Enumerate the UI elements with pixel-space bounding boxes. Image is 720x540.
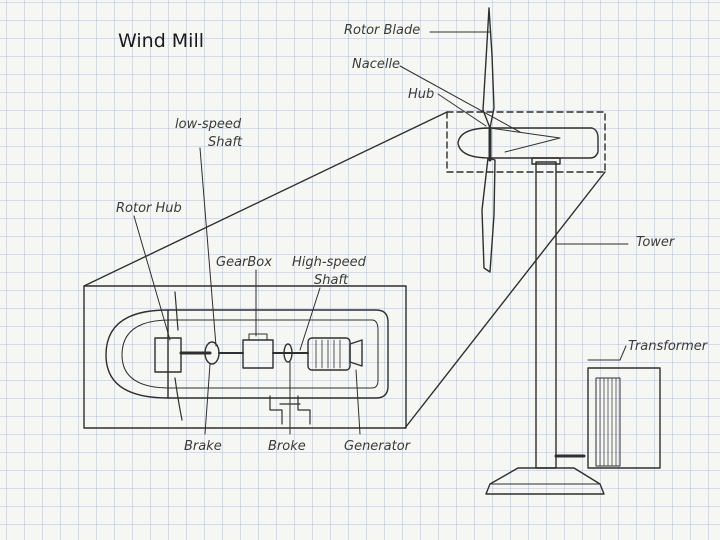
label-high-speed-shaft-line1: High-speed bbox=[292, 255, 367, 270]
hub-nose bbox=[457, 127, 491, 159]
rotor-blade-upper bbox=[482, 7, 495, 129]
rotor-blade-lower bbox=[481, 157, 496, 273]
label-gearbox: GearBox bbox=[216, 255, 272, 270]
enlarged-nacelle-housing-inner bbox=[121, 319, 379, 389]
leader-transformer bbox=[619, 345, 627, 361]
label-low-speed-shaft-line2: Shaft bbox=[208, 135, 243, 150]
label-tower: Tower bbox=[636, 235, 676, 250]
brake-disk-middle bbox=[283, 343, 293, 363]
tower bbox=[535, 161, 557, 469]
tower-base bbox=[485, 467, 605, 495]
label-high-speed-shaft-line2: Shaft bbox=[314, 273, 349, 288]
label-brake-middle: Broke bbox=[268, 439, 306, 454]
label-brake-left: Brake bbox=[184, 439, 222, 454]
leader-high-speed-shaft bbox=[299, 287, 321, 351]
tower-top-cap bbox=[531, 157, 561, 165]
label-low-speed-shaft-line1: low-speed bbox=[175, 117, 242, 132]
blade-root-upper bbox=[174, 291, 179, 331]
diagram-title: Wind Mill bbox=[118, 30, 205, 52]
leader-generator bbox=[355, 369, 361, 435]
leader-hub bbox=[437, 93, 487, 127]
generator-end bbox=[349, 339, 363, 367]
generator bbox=[307, 337, 351, 371]
blade-root-lower bbox=[174, 377, 183, 421]
label-hub: Hub bbox=[408, 87, 434, 102]
transformer-box bbox=[587, 367, 661, 469]
gearbox bbox=[242, 339, 274, 369]
label-rotor-hub: Rotor Hub bbox=[116, 201, 182, 216]
label-rotor-blade: Rotor Blade bbox=[344, 23, 420, 38]
nacelle-body bbox=[489, 127, 599, 159]
projection-line-top bbox=[83, 111, 448, 287]
enlarged-nacelle-frame bbox=[83, 285, 407, 429]
rotor-hub-block bbox=[154, 337, 182, 373]
rotor-blade-side bbox=[489, 127, 561, 153]
leader-brake-left bbox=[204, 363, 211, 435]
enlarged-nacelle-housing-outer bbox=[105, 309, 389, 399]
label-transformer: Transformer bbox=[628, 339, 709, 354]
leader-rotor-hub bbox=[133, 215, 171, 341]
projection-line-bottom bbox=[404, 171, 606, 429]
label-generator: Generator bbox=[344, 439, 412, 454]
leader-nacelle bbox=[399, 65, 521, 133]
nacelle-detail-box bbox=[446, 111, 606, 173]
label-nacelle: Nacelle bbox=[352, 57, 400, 72]
leader-low-speed-shaft bbox=[199, 147, 217, 347]
